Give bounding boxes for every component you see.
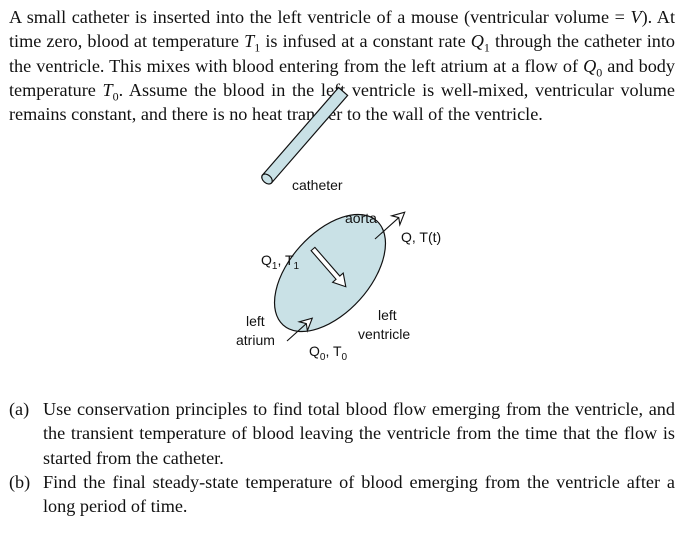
intro-text-2a: = [614, 7, 631, 27]
left-atrium-label-2: atrium [236, 332, 275, 348]
inflow-sep: , T [325, 343, 342, 359]
aortic-outflow-arrow [374, 211, 406, 240]
inflow-q: Q [309, 343, 320, 359]
catheter-label: catheter [292, 177, 343, 193]
intro-text-2d: through the catheter into the ventricle.… [9, 31, 675, 76]
t0-subscript: 0 [112, 89, 119, 104]
infusion-t-sub: 1 [294, 261, 300, 272]
ventricle-label-1: left [378, 307, 397, 323]
t1-symbol: T [244, 31, 255, 52]
t0-symbol: T [102, 79, 113, 100]
question-a: (a) Use conservation principles to find … [9, 397, 675, 470]
q1-symbol: Q [470, 31, 484, 52]
q1-subscript: 1 [483, 40, 490, 55]
intro-text-2f: . Assume the blood in the left ventricle… [9, 79, 675, 125]
ventricle-diagram-svg: catheter aorta Q, T(t) Q1, T1 left atriu… [236, 86, 441, 363]
infusion-arrow [310, 246, 347, 288]
inflow-t-sub: 0 [342, 352, 348, 363]
infusion-q-sub: 1 [272, 261, 278, 272]
question-b: (b) Find the final steady-state temperat… [9, 470, 675, 519]
t1-subscript: 1 [254, 40, 261, 55]
question-b-marker: (b) [9, 471, 31, 492]
aorta-label: aorta [345, 210, 377, 226]
q0-subscript: 0 [596, 65, 603, 80]
infusion-label: Q1, T1 [261, 252, 300, 272]
question-a-text: Use conservation principles to find tota… [43, 399, 675, 468]
intro-text-1: A small catheter is inserted into the le… [9, 7, 610, 27]
outflow-label: Q, T(t) [401, 229, 441, 245]
intro-text-2c: is infused at a constant rate [260, 31, 471, 52]
volume-symbol: V [630, 7, 642, 27]
question-list: (a) Use conservation principles to find … [9, 397, 675, 518]
question-b-text: Find the final steady-state temperature … [43, 471, 675, 517]
left-atrium-label-1: left [246, 313, 265, 329]
inflow-label: Q0, T0 [309, 343, 348, 363]
infusion-sep: , T [277, 252, 294, 268]
inflow-q-sub: 0 [320, 352, 326, 363]
infusion-q: Q [261, 252, 272, 268]
intro-text-2b: ). At time zero, blood at temperature [9, 7, 675, 52]
q0-symbol: Q [583, 55, 597, 76]
ventricle-label-2: ventricle [358, 326, 410, 342]
problem-statement: A small catheter is inserted into the le… [9, 5, 675, 126]
catheter-tube [261, 86, 349, 185]
ventricle-diagram: catheter aorta Q, T(t) Q1, T1 left atriu… [225, 86, 465, 373]
intro-text-2e: and body temperature [9, 55, 675, 100]
atrial-inflow-arrow [286, 317, 314, 342]
question-a-marker: (a) [9, 399, 30, 419]
